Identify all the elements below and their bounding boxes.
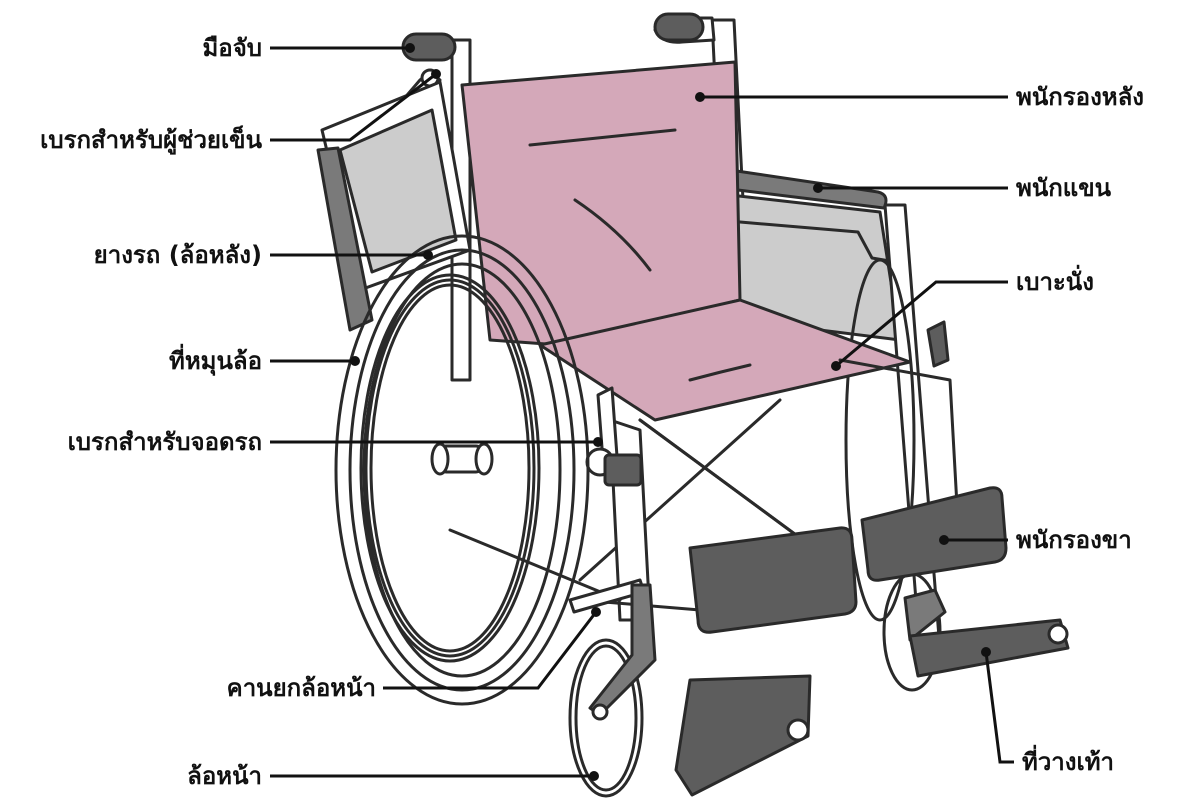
label-attendant-brake: เบรกสำหรับผู้ช่วยเข็น — [40, 125, 262, 155]
footrest-icon — [676, 620, 1068, 795]
hand-grip-icon — [403, 14, 703, 60]
rear-hub-icon — [432, 444, 492, 474]
front-wheel-icon — [570, 585, 655, 796]
label-seat: เบาะนั่ง — [1016, 267, 1094, 297]
label-leg-rest: พนักรองขา — [1016, 525, 1132, 555]
label-backrest: พนักรองหลัง — [1016, 82, 1144, 112]
label-tipping-lever: คานยกล้อหน้า — [227, 673, 376, 703]
label-rear-tire: ยางรถ (ล้อหลัง) — [94, 240, 262, 270]
label-armrest: พนักแขน — [1016, 173, 1111, 203]
label-front-wheel: ล้อหน้า — [187, 761, 262, 791]
label-hand-grip: มือจับ — [202, 33, 262, 63]
label-footrest: ที่วางเท้า — [1022, 747, 1114, 777]
backrest-fabric — [462, 62, 740, 345]
label-hand-rim: ที่หมุนล้อ — [169, 346, 262, 376]
label-parking-brake: เบรกสำหรับจอดรถ — [68, 427, 262, 457]
